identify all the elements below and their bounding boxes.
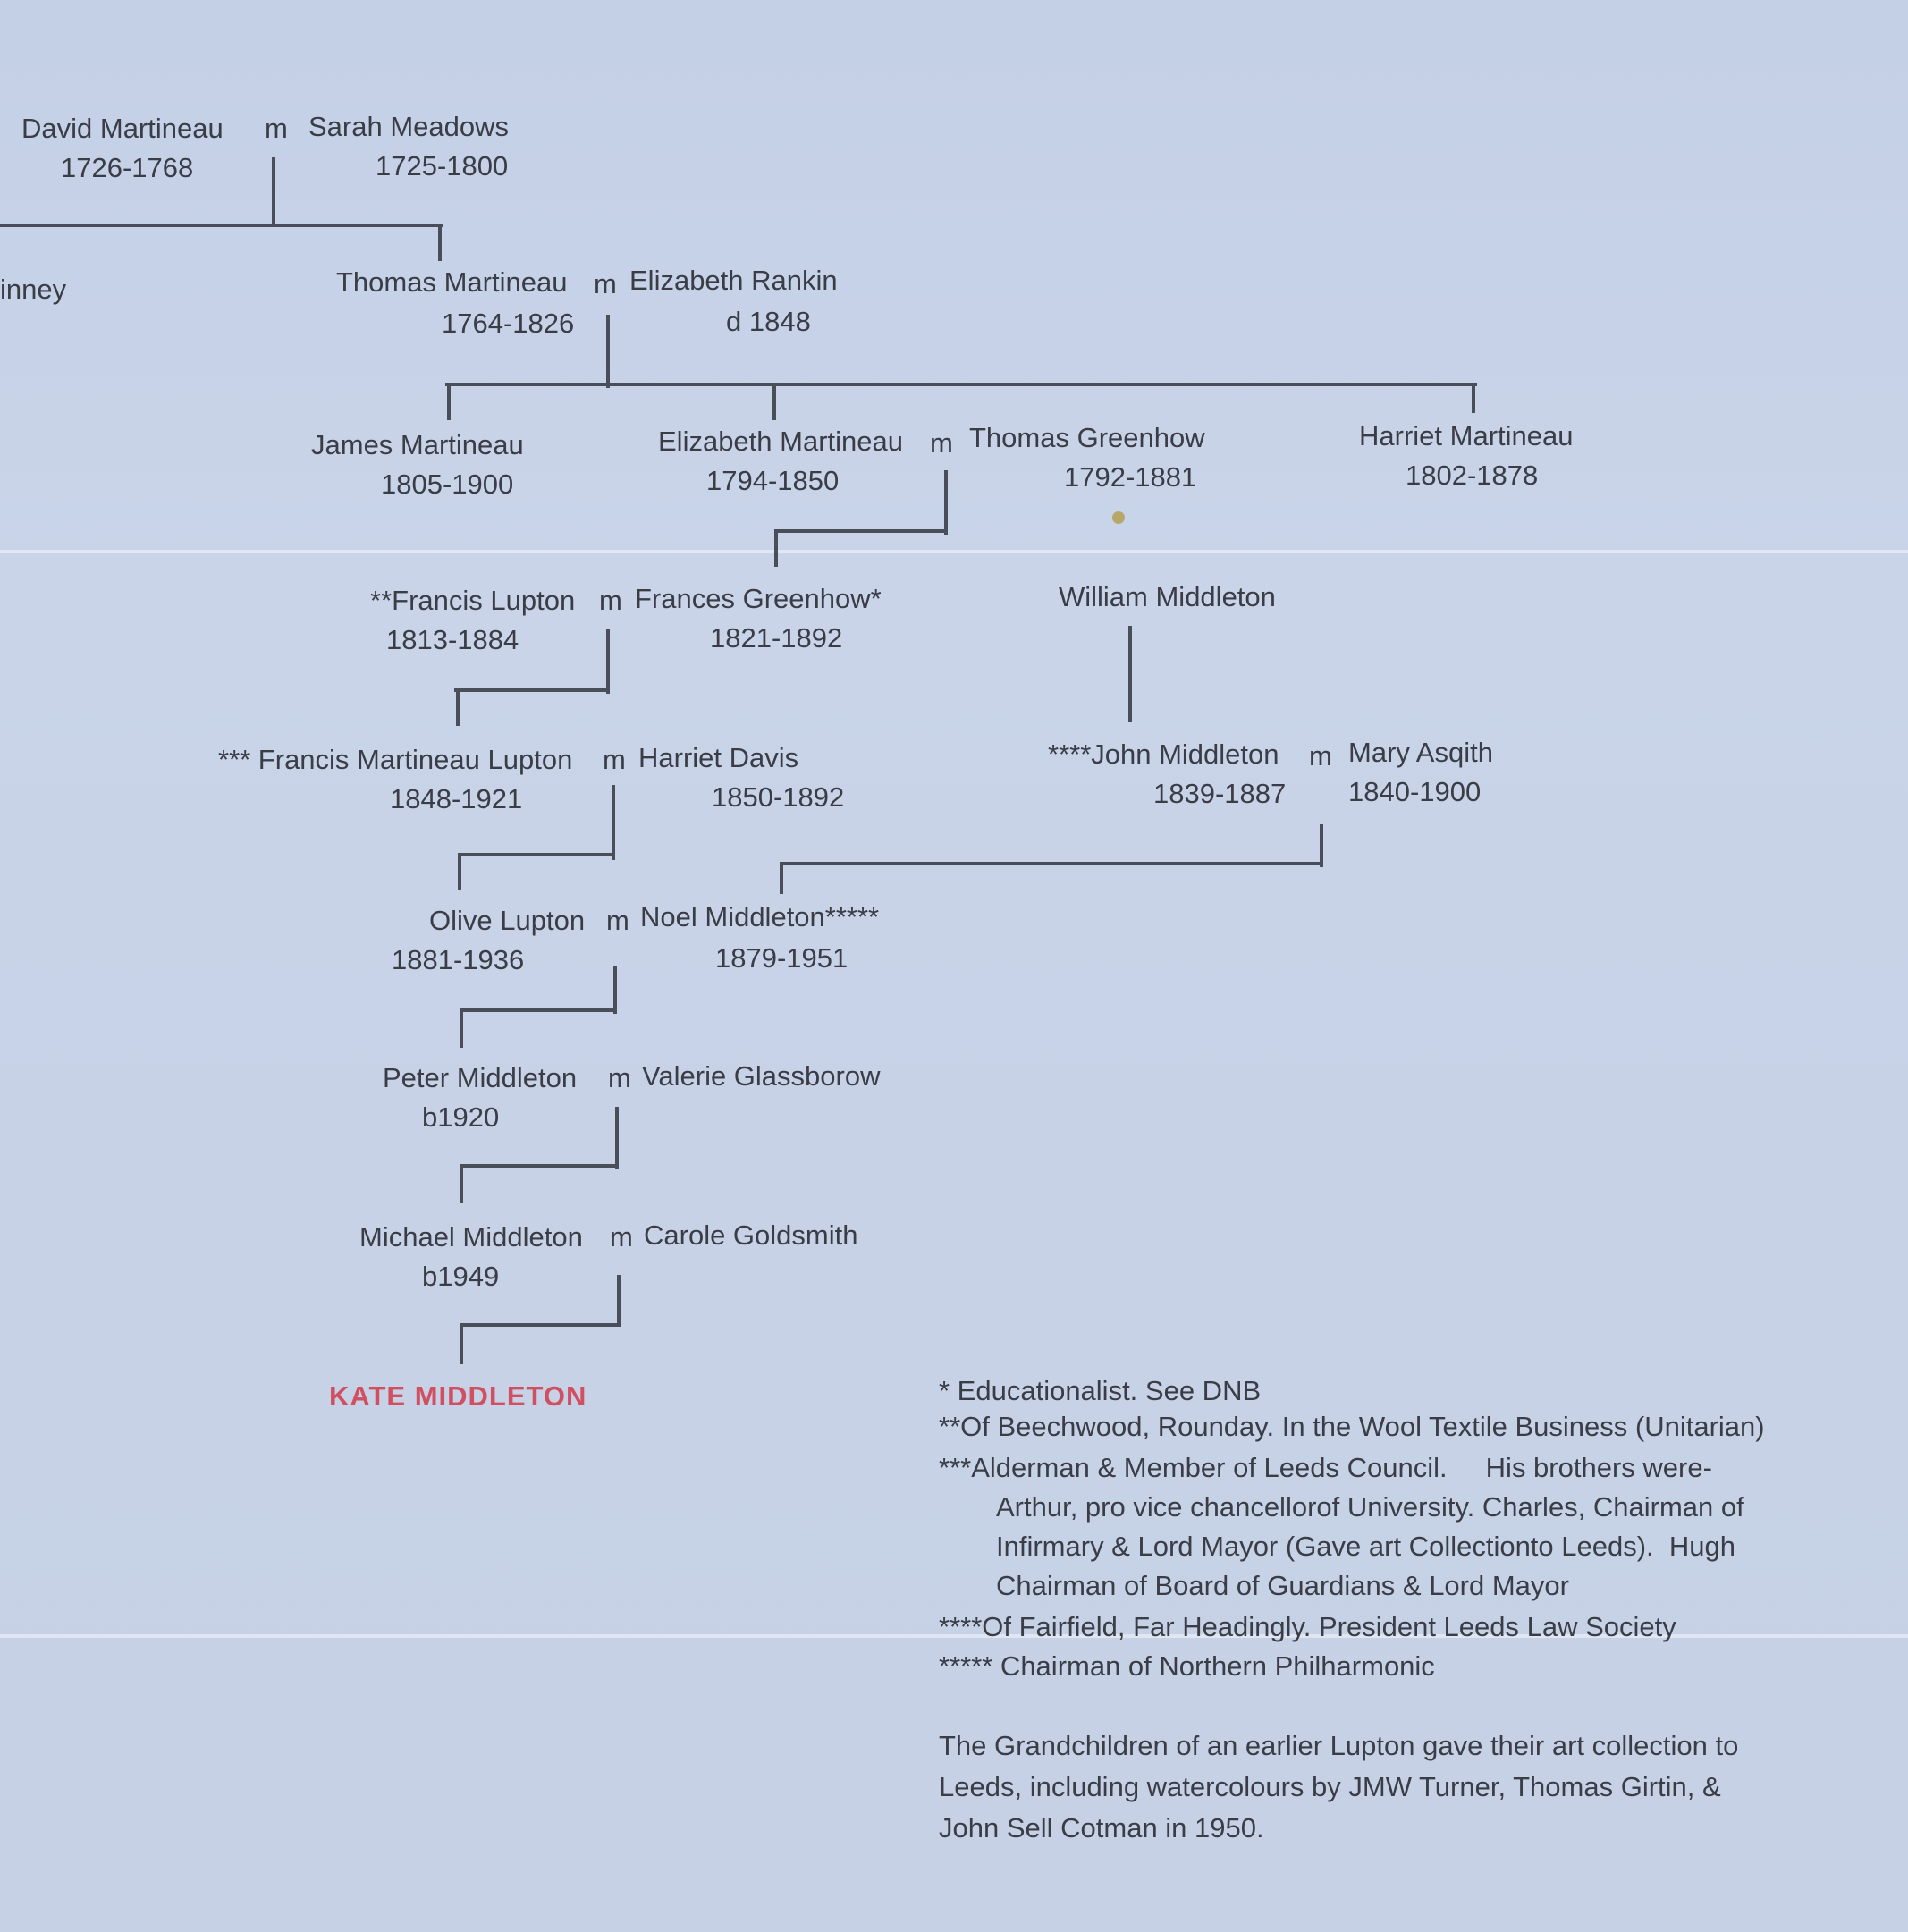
person-name: **Francis Lupton — [370, 585, 576, 616]
person-name: Carole Goldsmith — [644, 1219, 858, 1251]
tree-line — [615, 1107, 619, 1169]
tree-line — [454, 688, 610, 692]
person-name: inney — [0, 274, 67, 305]
tree-line — [447, 386, 451, 420]
paragraph-line: Leeds, including watercolours by JMW Tur… — [939, 1771, 1721, 1802]
person-dates: 1881-1936 — [392, 944, 525, 975]
footnote: ***Alderman & Member of Leeds Council. H… — [939, 1452, 1712, 1483]
footnote: Chairman of Board of Guardians & Lord Ma… — [996, 1570, 1569, 1601]
tree-line — [460, 1008, 617, 1012]
tree-line — [606, 315, 610, 388]
tree-line — [613, 966, 617, 1014]
tree-line — [617, 1275, 621, 1327]
person-dates: 1840-1900 — [1348, 776, 1482, 807]
footnote: **Of Beechwood, Rounday. In the Wool Tex… — [939, 1411, 1765, 1442]
person-name: Frances Greenhow* — [635, 583, 882, 614]
tree-line — [774, 529, 948, 533]
person-dates: 1726-1768 — [61, 152, 194, 183]
person-dates: 1805-1900 — [381, 468, 514, 500]
person-dates: 1802-1878 — [1406, 460, 1539, 491]
person-dates: b1949 — [422, 1261, 500, 1292]
tree-line — [612, 785, 615, 860]
footnote: Infirmary & Lord Mayor (Gave art Collect… — [996, 1531, 1736, 1562]
person-name: Elizabeth Rankin — [629, 265, 838, 296]
tree-line — [1128, 626, 1132, 722]
footnote: ***** Chairman of Northern Philharmonic — [939, 1650, 1435, 1682]
paragraph-line: John Sell Cotman in 1950. — [939, 1812, 1264, 1843]
tree-line — [780, 862, 1323, 865]
person-dates: 1764-1826 — [442, 308, 575, 339]
person-name: Michael Middleton — [359, 1221, 583, 1253]
tree-line — [456, 688, 460, 726]
tree-line — [458, 853, 615, 856]
tree-line — [460, 1323, 463, 1364]
tree-line — [772, 386, 776, 420]
person-name: Thomas Greenhow — [969, 422, 1205, 453]
person-name: William Middleton — [1059, 581, 1276, 612]
footnote: * Educationalist. See DNB — [939, 1375, 1262, 1406]
marriage-mark: m — [599, 585, 622, 616]
person-dates: b1920 — [422, 1101, 500, 1133]
paper-speck — [1112, 511, 1125, 524]
person-name: Thomas Martineau — [336, 266, 568, 298]
person-name: Olive Lupton — [429, 905, 586, 936]
marriage-mark: m — [608, 1062, 631, 1093]
person-dates: 1792-1881 — [1064, 461, 1197, 493]
footnote: Arthur, pro vice chancellorof University… — [996, 1491, 1744, 1523]
person-name: Mary Asqith — [1348, 737, 1493, 768]
person-name: *** Francis Martineau Lupton — [218, 744, 573, 775]
marriage-mark: m — [594, 268, 617, 300]
marriage-mark: m — [606, 905, 629, 936]
paper-fold — [0, 550, 1908, 553]
person-name: Sarah Meadows — [308, 111, 510, 142]
person-name: Noel Middleton***** — [640, 901, 880, 932]
person-dates: 1879-1951 — [715, 942, 848, 974]
person-dates: 1850-1892 — [712, 781, 845, 813]
kate-middleton-label: KATE MIDDLETON — [329, 1380, 587, 1412]
footnote: ****Of Fairfield, Far Headingly. Preside… — [939, 1611, 1676, 1642]
paragraph-line: The Grandchildren of an earlier Lupton g… — [939, 1730, 1739, 1761]
paper-fold — [0, 1634, 1908, 1638]
person-name: James Martineau — [311, 429, 524, 460]
tree-line — [1472, 383, 1475, 413]
tree-line — [780, 862, 783, 894]
person-name: ****John Middleton — [1048, 738, 1279, 770]
person-name: David Martineau — [21, 113, 224, 144]
person-dates: 1725-1800 — [376, 150, 509, 181]
tree-line — [944, 470, 948, 535]
person-dates: 1821-1892 — [710, 622, 843, 654]
tree-line — [460, 1164, 619, 1168]
tree-line — [0, 224, 443, 227]
marriage-mark: m — [603, 744, 626, 775]
person-dates: 1794-1850 — [706, 465, 840, 496]
marriage-mark: m — [610, 1221, 633, 1253]
tree-line — [606, 629, 610, 694]
tree-line — [460, 1164, 463, 1203]
tree-line — [458, 853, 461, 890]
person-dates: 1848-1921 — [390, 783, 523, 814]
person-name: Peter Middleton — [383, 1062, 578, 1093]
tree-line — [1320, 824, 1323, 867]
person-dates: 1839-1887 — [1153, 778, 1287, 809]
tree-line — [445, 383, 1477, 386]
person-dates: d 1848 — [726, 306, 811, 337]
person-dates: 1813-1884 — [386, 624, 519, 655]
tree-line — [438, 224, 442, 261]
person-name: Valerie Glassborow — [642, 1060, 881, 1092]
tree-line — [272, 157, 275, 227]
marriage-mark: m — [930, 427, 953, 459]
tree-line — [774, 529, 778, 567]
person-name: Harriet Martineau — [1359, 420, 1574, 451]
tree-line — [460, 1008, 463, 1048]
marriage-mark: m — [265, 113, 288, 144]
person-name: Elizabeth Martineau — [658, 426, 903, 457]
person-name: Harriet Davis — [638, 742, 799, 773]
marriage-mark: m — [1309, 740, 1332, 772]
tree-line — [460, 1323, 621, 1327]
